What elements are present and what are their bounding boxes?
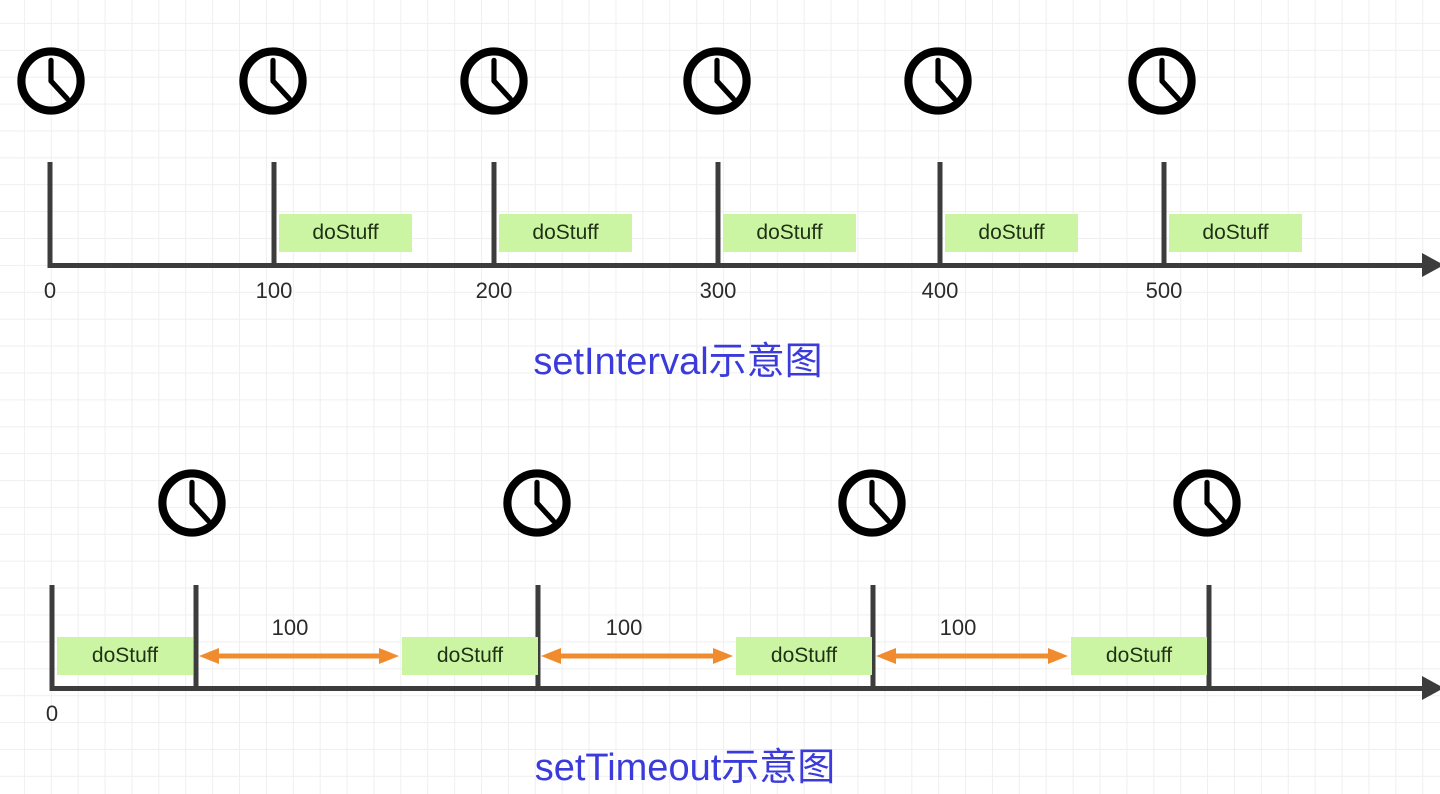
- dostuff-block: doStuff: [279, 214, 412, 252]
- timeline-tick: [870, 585, 876, 691]
- interval-gap-label: 100: [271, 615, 309, 640]
- timeline-tick: [937, 162, 943, 268]
- tick-label: 0: [45, 701, 59, 726]
- clock-icon: [457, 44, 531, 118]
- clock-icon: [236, 44, 310, 118]
- timeline-tick: [47, 162, 53, 268]
- clock-icon: [835, 466, 909, 540]
- clock-icon: [155, 466, 229, 540]
- timeline-axis-settimeout: [52, 686, 1422, 691]
- clock-icon: [901, 44, 975, 118]
- dostuff-block: doStuff: [723, 214, 856, 252]
- timeline-axis-setinterval: [50, 263, 1422, 268]
- interval-gap-label: 100: [939, 615, 977, 640]
- interval-gap-arrow-icon: [199, 645, 399, 667]
- tick-label: 300: [699, 278, 737, 303]
- dostuff-block: doStuff: [1071, 637, 1207, 675]
- timeline-tick: [193, 585, 199, 691]
- interval-gap-arrow-icon: [541, 645, 733, 667]
- tick-label: 0: [43, 278, 57, 303]
- diagram-caption-settimeout: setTimeout示意图: [534, 747, 836, 789]
- timeline-tick: [535, 585, 541, 691]
- timeline-tick: [1206, 585, 1212, 691]
- timeline-tick: [491, 162, 497, 268]
- dostuff-block: doStuff: [1169, 214, 1302, 252]
- clock-icon: [500, 466, 574, 540]
- dostuff-block: doStuff: [945, 214, 1078, 252]
- timeline-arrow-icon-settimeout: [1422, 676, 1440, 700]
- timeline-tick: [715, 162, 721, 268]
- timeline-tick: [1161, 162, 1167, 268]
- clock-icon: [1170, 466, 1244, 540]
- clock-icon: [680, 44, 754, 118]
- dostuff-block: doStuff: [499, 214, 632, 252]
- dostuff-block: doStuff: [402, 637, 538, 675]
- interval-gap-arrow-icon: [876, 645, 1068, 667]
- clock-icon: [14, 44, 88, 118]
- tick-label: 100: [255, 278, 293, 303]
- clock-icon: [1125, 44, 1199, 118]
- diagram-caption-setinterval: setInterval示意图: [533, 341, 823, 383]
- tick-label: 200: [475, 278, 513, 303]
- timeline-tick: [271, 162, 277, 268]
- timeline-arrow-icon-setinterval: [1422, 253, 1440, 277]
- timeline-tick: [49, 585, 55, 691]
- dostuff-block: doStuff: [736, 637, 872, 675]
- interval-gap-label: 100: [605, 615, 643, 640]
- tick-label: 400: [921, 278, 959, 303]
- tick-label: 500: [1145, 278, 1183, 303]
- dostuff-block: doStuff: [57, 637, 193, 675]
